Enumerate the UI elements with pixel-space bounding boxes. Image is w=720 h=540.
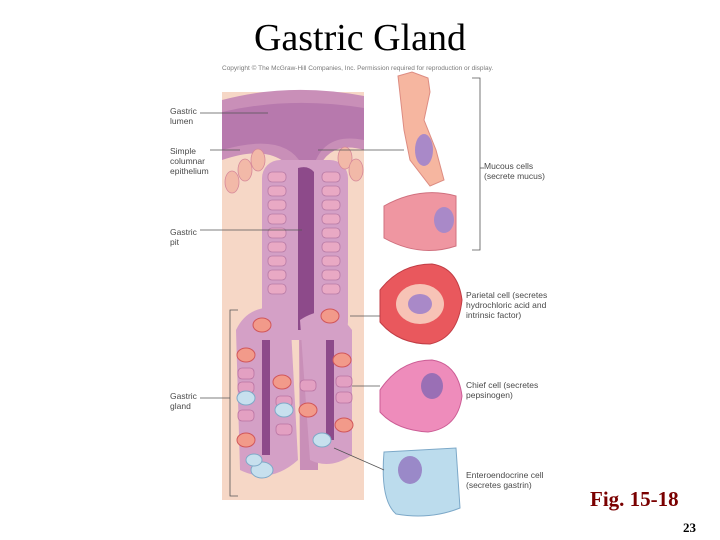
surface-mucous-cell	[224, 170, 240, 194]
bracket-gastric-gland	[229, 309, 238, 497]
epithelial-cell	[321, 213, 341, 225]
chief-cell	[299, 379, 317, 392]
label-gastric-lumen: Gastric lumen	[170, 106, 197, 126]
enteroendocrine-cell-illustration	[382, 447, 461, 517]
copyright-notice: Copyright © The McGraw-Hill Companies, I…	[222, 65, 494, 72]
figure-number: Fig. 15-18	[590, 487, 679, 511]
gland-lumen-right	[326, 340, 334, 440]
parietal-cell	[334, 417, 354, 433]
parietal-cell	[236, 432, 256, 448]
chief-cell	[237, 367, 255, 380]
epithelial-cell	[321, 185, 341, 197]
label-parietal-cell: Parietal cell (secretes hydrochloric aci…	[466, 290, 548, 320]
mucous-cell-illustration-1	[397, 71, 445, 187]
epithelial-cell	[267, 227, 287, 239]
chief-cell	[335, 375, 353, 388]
epithelial-cell	[267, 213, 287, 225]
page-title: Gastric Gland	[253, 17, 467, 59]
epithelial-cell	[267, 185, 287, 197]
epithelial-cell	[321, 227, 341, 239]
epithelial-cell	[267, 171, 287, 183]
mucous-cell-illustration-2	[383, 192, 457, 251]
epithelial-cell	[321, 171, 341, 183]
epithelial-cell	[267, 255, 287, 267]
enteroendocrine-cell	[312, 432, 332, 448]
surface-mucous-cell	[250, 148, 266, 172]
parietal-cell	[332, 352, 352, 368]
epithelial-cell	[267, 283, 287, 295]
epithelial-cell	[321, 241, 341, 253]
chief-cell	[237, 409, 255, 422]
bracket-mucous-cells	[472, 77, 481, 251]
gland-lumen-left	[262, 340, 270, 455]
pit-lumen	[298, 167, 314, 330]
label-gastric-pit: Gastric pit	[170, 227, 197, 247]
chief-cell	[335, 391, 353, 404]
label-chief-cell: Chief cell (secretes pepsinogen)	[466, 380, 539, 400]
page-number: 23	[683, 520, 696, 535]
chief-cell	[275, 423, 293, 436]
label-enteroendocrine-cell: Enteroendocrine cell (secretes gastrin)	[466, 470, 544, 490]
epithelial-cell	[267, 269, 287, 281]
surface-mucous-cell	[237, 158, 253, 182]
parietal-cell-illustration	[379, 263, 463, 345]
enteroendocrine-cell	[274, 402, 294, 418]
epithelial-cell	[321, 269, 341, 281]
surface-mucous-cell	[348, 158, 364, 182]
parietal-cell	[252, 317, 272, 333]
label-mucous-cells: Mucous cells (secrete mucus)	[484, 161, 545, 181]
label-simple-columnar-epithelium: Simple columnar epithelium	[170, 146, 209, 176]
epithelial-cell	[321, 255, 341, 267]
enteroendocrine-cell	[236, 390, 256, 406]
parietal-cell	[320, 308, 340, 324]
parietal-cell	[298, 402, 318, 418]
epithelial-cell	[267, 199, 287, 211]
epithelial-cell	[321, 283, 341, 295]
parietal-cell	[236, 347, 256, 363]
surface-mucous-cell	[337, 146, 353, 170]
surface-mucosa	[222, 102, 364, 165]
enteroendocrine-cell	[245, 453, 263, 467]
parietal-cell	[272, 374, 292, 390]
epithelial-cell	[321, 199, 341, 211]
label-gastric-gland: Gastric gland	[170, 391, 197, 411]
epithelial-cell	[267, 241, 287, 253]
leader-line-enteroendocrine	[333, 447, 385, 471]
chief-cell-illustration	[379, 359, 463, 433]
